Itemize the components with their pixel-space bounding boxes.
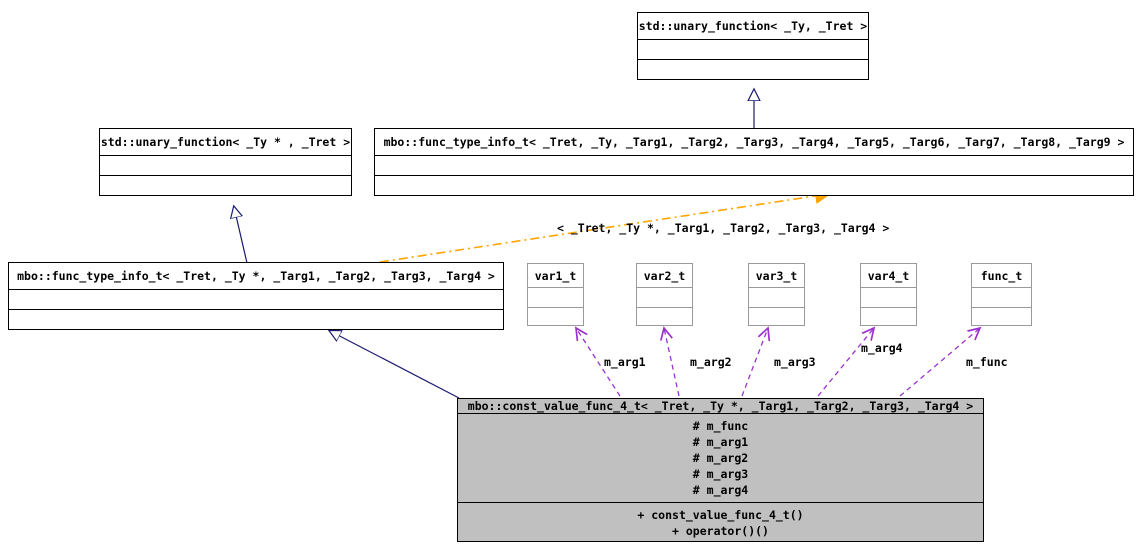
node-title: mbo::func_type_info_t< _Tret, _Ty, _Targ… (383, 135, 1125, 149)
attribute-item: # m_arg1 (692, 435, 749, 449)
node-title: var1_t (534, 268, 577, 283)
node-title: var4_t (867, 268, 910, 283)
node-title: std::unary_function< _Ty, _Tret > (638, 19, 868, 33)
attribute-item: # m_func (692, 419, 749, 433)
node-func-t[interactable]: func_t (971, 263, 1032, 326)
node-methods-section (9, 309, 503, 329)
node-mbo-func-type-info-t-9args[interactable]: mbo::func_type_info_t< _Tret, _Ty, _Targ… (374, 128, 1134, 196)
edge-usage-m_arg3 (741, 328, 768, 397)
node-methods-section (638, 59, 868, 79)
node-title: mbo::func_type_info_t< _Tret, _Ty *, _Ta… (17, 269, 495, 283)
node-methods-section (749, 307, 804, 325)
node-attributes-section: # m_func # m_arg1 # m_arg2 # m_arg3 # m_… (458, 413, 983, 502)
node-methods-section: + const_value_func_4_t() + operator()() (458, 502, 983, 543)
node-std-unary-function-typtr-tret[interactable]: std::unary_function< _Ty * , _Tret > (99, 128, 352, 196)
edge-inheritance-constvaluefunc-to-functypeinfo4 (330, 331, 460, 399)
node-methods-section (972, 307, 1031, 325)
method-item: + operator()() (672, 524, 769, 538)
method-item: + const_value_func_4_t() (637, 508, 804, 522)
edge-inheritance-functypeinfo4-to-unaryfunctionptr (234, 207, 248, 264)
attribute-item: # m_arg2 (692, 451, 749, 465)
edge-label-m-arg1: m_arg1 (604, 355, 646, 369)
node-attributes-section (375, 155, 1133, 175)
node-mbo-const-value-func-4-t[interactable]: mbo::const_value_func_4_t< _Tret, _Ty *,… (457, 398, 984, 542)
node-attributes-section (100, 155, 351, 175)
node-attributes-section (528, 287, 583, 307)
node-attributes-section (638, 39, 868, 59)
edge-label-m-func: m_func (966, 355, 1008, 369)
node-attributes-section (9, 289, 503, 309)
node-methods-section (861, 307, 916, 325)
node-methods-section (375, 175, 1133, 195)
node-mbo-func-type-info-t-4args[interactable]: mbo::func_type_info_t< _Tret, _Ty *, _Ta… (8, 262, 504, 330)
edge-label-template-binding: < _Tret, _Ty *, _Targ1, _Targ2, _Targ3, … (557, 221, 890, 235)
node-var1-t[interactable]: var1_t (527, 263, 584, 326)
node-var4-t[interactable]: var4_t (860, 263, 917, 326)
node-attributes-section (637, 287, 692, 307)
node-methods-section (637, 307, 692, 325)
attribute-item: # m_arg4 (692, 483, 749, 497)
node-std-unary-function-ty-tret[interactable]: std::unary_function< _Ty, _Tret > (637, 12, 869, 80)
attribute-item: # m_arg3 (692, 467, 749, 481)
node-attributes-section (749, 287, 804, 307)
edge-label-m-arg3: m_arg3 (774, 355, 816, 369)
edge-label-m-arg4: m_arg4 (861, 341, 903, 355)
edge-usage-m_arg4 (817, 328, 874, 397)
node-title: var3_t (755, 268, 798, 283)
node-title: var2_t (643, 268, 686, 283)
node-title: mbo::const_value_func_4_t< _Tret, _Ty *,… (467, 399, 974, 413)
node-title: std::unary_function< _Ty * , _Tret > (100, 135, 351, 149)
edge-label-m-arg2: m_arg2 (690, 355, 732, 369)
node-var3-t[interactable]: var3_t (748, 263, 805, 326)
node-var2-t[interactable]: var2_t (636, 263, 693, 326)
node-title: func_t (980, 268, 1023, 283)
node-methods-section (100, 175, 351, 195)
edge-usage-m_arg2 (664, 328, 680, 397)
node-attributes-section (972, 287, 1031, 307)
node-attributes-section (861, 287, 916, 307)
node-methods-section (528, 307, 583, 325)
